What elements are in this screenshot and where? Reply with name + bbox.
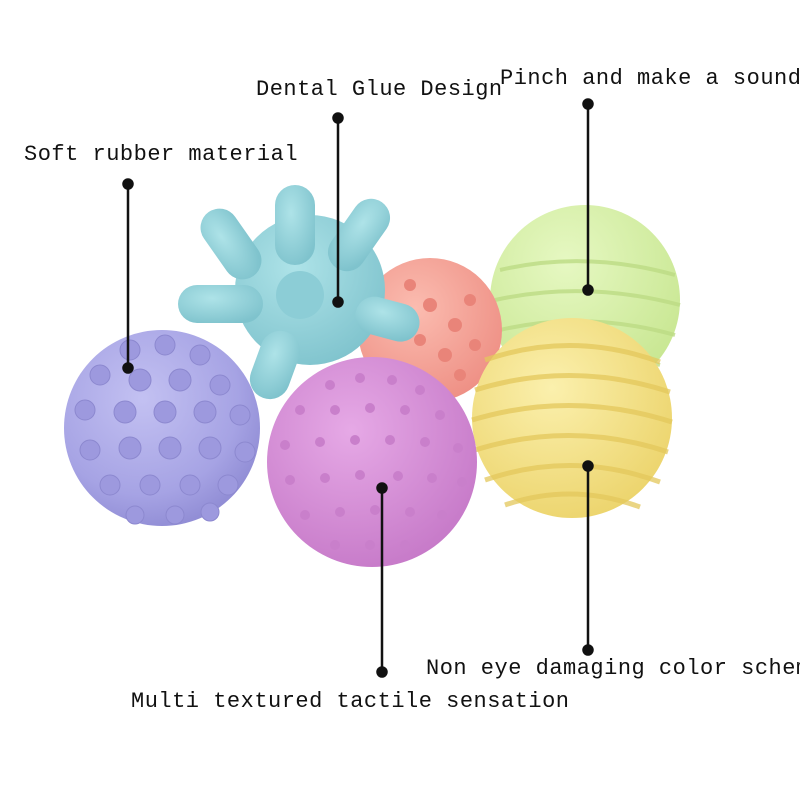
callout-pinch-sound: Pinch and make a sound: [500, 66, 800, 91]
lavender-bumpy-ball: [64, 330, 260, 526]
callout-dot: [376, 482, 388, 494]
callout-multi-textured: Multi textured tactile sensation: [131, 689, 570, 714]
yellow-ridged-ball: [471, 318, 673, 518]
magenta-spiky-ball: [267, 357, 477, 567]
callout-dot: [582, 644, 594, 656]
callout-dot: [332, 296, 344, 308]
callout-dental-glue: Dental Glue Design: [256, 77, 503, 102]
callout-non-eye-damaging: Non eye damaging color scheme: [426, 656, 800, 681]
callout-dot: [332, 112, 344, 124]
callout-dot: [122, 178, 134, 190]
callout-dot: [582, 98, 594, 110]
callout-soft-rubber: Soft rubber material: [24, 142, 299, 167]
blue-star-ball: [178, 185, 420, 400]
callout-dot: [376, 666, 388, 678]
callout-dot: [582, 460, 594, 472]
callout-dot: [582, 284, 594, 296]
callout-dot: [122, 362, 134, 374]
callout-lines: [122, 98, 594, 678]
